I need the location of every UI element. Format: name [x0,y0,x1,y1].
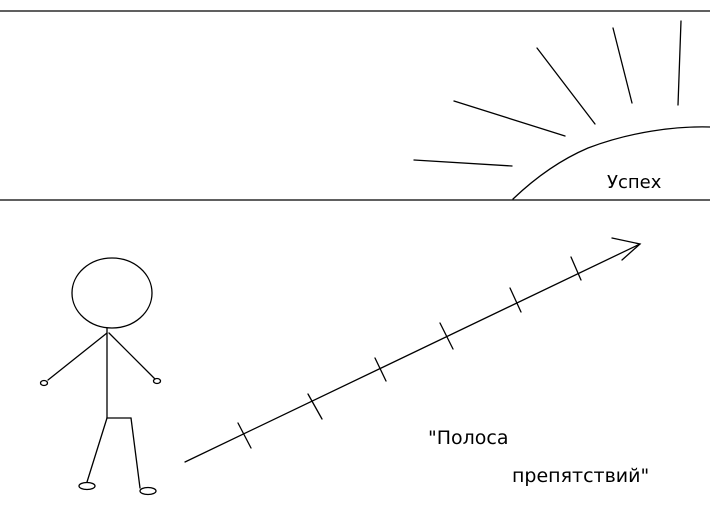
figure-right-foot [139,486,157,496]
obstacle-tick [374,357,387,382]
obstacle-tick [439,322,454,350]
figure-right-hand [152,377,162,385]
arrow-shaft [184,243,641,463]
figure-right-arm [108,332,156,380]
figure-left-foot [78,481,96,491]
sun-arc [512,126,710,200]
sun-ray [677,20,682,106]
sun-icon [413,20,710,200]
sun-ray [536,47,596,125]
success-label: Успех [607,172,662,193]
stick-figure-icon [39,257,162,496]
figure-head [71,257,153,329]
arrow-head [611,237,642,261]
obstacle-tick [307,393,323,420]
caption-line-2: препятствий" [512,465,650,487]
obstacle-arrow-icon [184,237,642,463]
figure-right-leg [130,417,141,489]
sun-ray [453,100,566,137]
sun-ray [413,159,513,167]
figure-left-hand [39,379,49,387]
obstacle-tick [570,256,582,281]
figure-left-arm [47,332,108,381]
figure-left-leg [86,417,108,483]
sun-ray [612,27,633,104]
obstacle-tick [237,422,252,449]
caption-line-1: "Полоса [428,427,509,449]
obstacle-tick [509,287,522,313]
